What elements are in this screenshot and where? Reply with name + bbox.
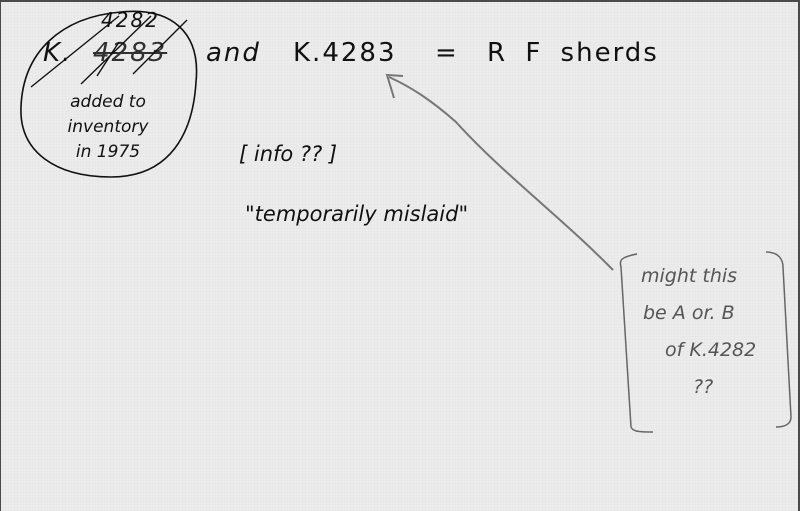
info-note: [ info ?? ] — [239, 142, 338, 166]
equals-sign: = — [435, 38, 459, 68]
main-catalog-number: K.4283 — [293, 38, 397, 68]
side-note-line: ?? — [693, 376, 714, 398]
circle-outline-icon — [20, 10, 198, 178]
side-note-line: be A or. B — [643, 302, 735, 324]
side-bracket-left-icon — [619, 253, 654, 433]
circled-note-line: in 1975 — [75, 142, 141, 162]
strike-lines-icon — [30, 15, 188, 88]
side-bracket-right-icon — [765, 251, 792, 428]
arrow-head-icon — [385, 73, 404, 99]
corrected-catalog-number: 4282 — [101, 8, 160, 32]
quote-note: "temporarily mislaid" — [245, 202, 469, 226]
circled-note-line: added to — [70, 92, 146, 112]
circled-note-line: inventory — [67, 117, 149, 137]
side-note-line: might this — [641, 265, 738, 287]
connector-word: and — [206, 38, 261, 68]
circled-catalog-prefix: K. — [43, 38, 73, 68]
side-note: might this be A or. B of K.4282 ?? — [641, 258, 781, 406]
circled-note-text: added to inventory in 1975 — [53, 90, 163, 165]
side-note-line: of K.4282 — [665, 339, 757, 361]
arrow-line-icon — [388, 76, 614, 271]
struck-catalog-number: 4283 — [93, 38, 168, 68]
sherd-description: R F sherds — [487, 38, 659, 68]
